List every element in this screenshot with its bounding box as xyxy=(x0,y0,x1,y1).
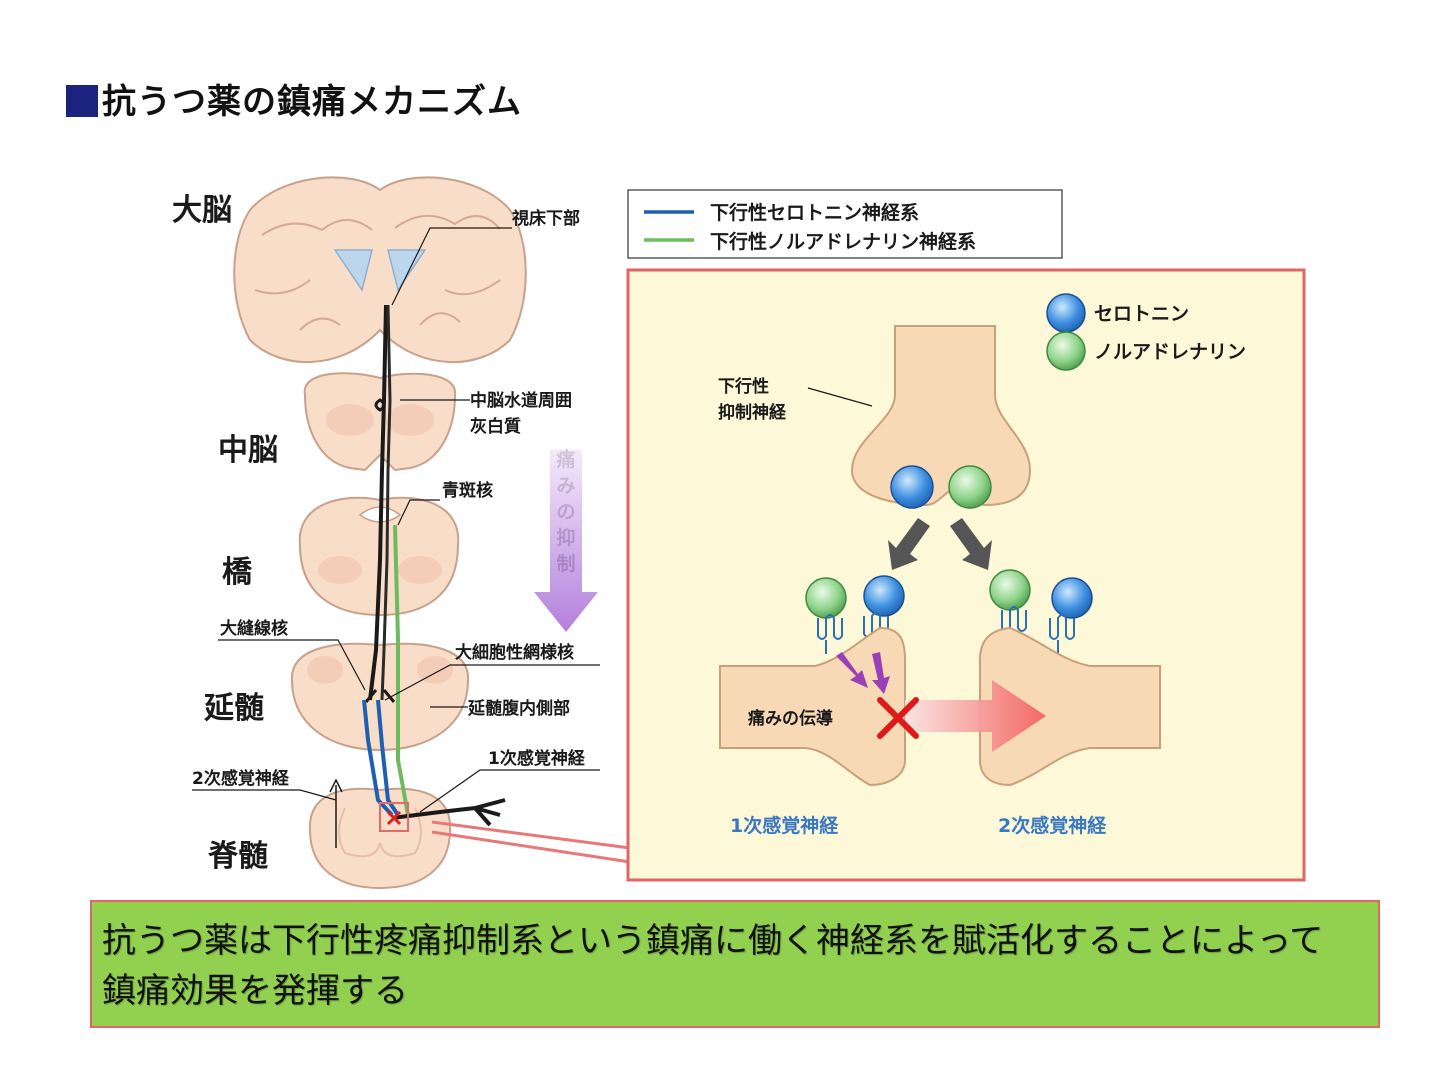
label-pag-2: 灰白質 xyxy=(470,416,521,437)
label-rvm: 延髄腹内側部 xyxy=(467,698,570,719)
synapse-callout-box xyxy=(379,802,409,832)
legend-noradrenaline-label: 下行性ノルアドレナリン神経系 xyxy=(710,230,976,253)
summary-line-2: 鎮痛効果を発揮する xyxy=(102,971,408,1011)
label-medulla: 延髄 xyxy=(203,691,264,726)
legend-serotonin-label: 下行性セロトニン神経系 xyxy=(710,201,919,224)
primary-neuron xyxy=(719,626,906,787)
label-inhibitory-2: 抑制神経 xyxy=(718,402,787,423)
release-arrow-right-icon xyxy=(950,518,992,570)
label-magnocellular: 大細胞性網様核 xyxy=(455,642,574,663)
inhibition-signal-icon xyxy=(836,652,868,688)
label-detail-secondary: 2次感覚神経 xyxy=(998,814,1107,837)
summary-line-1: 抗うつ薬は下行性疼痛抑制系という鎮痛に働く神経系を賦活化することによって xyxy=(102,921,1324,961)
descending-fiber-secondary xyxy=(380,304,392,701)
label-pain-conduction: 痛みの伝導 xyxy=(748,708,833,729)
pain-suppression-arrow-icon xyxy=(534,450,598,632)
label-secondary-sensory: 2次感覚神経 xyxy=(192,768,290,789)
descending-fiber-main xyxy=(368,304,388,701)
label-noradrenaline: ノルアドレナリン xyxy=(1094,341,1246,363)
release-arrow-left-icon xyxy=(888,518,930,570)
label-raphe: 大縫線核 xyxy=(220,618,288,639)
midbrain-section xyxy=(303,372,457,472)
serotonin-pathway xyxy=(362,699,394,817)
label-detail-primary: 1次感覚神経 xyxy=(730,814,839,837)
block-mark-icon xyxy=(386,810,402,826)
serotonin-molecule-icon xyxy=(890,465,934,509)
noradrenaline-pathway xyxy=(393,524,410,816)
label-midbrain: 中脳 xyxy=(218,433,278,468)
synapse-detail-panel xyxy=(626,268,1306,882)
cerebrum-section xyxy=(233,176,527,364)
noradrenaline-molecule-icon xyxy=(948,465,992,509)
summary-box: 抗うつ薬は下行性疼痛抑制系という鎮痛に働く神経系を賦活化することによって 鎮痛効… xyxy=(90,900,1380,1028)
label-hypothalamus: 視床下部 xyxy=(511,208,580,229)
legend-serotonin-icon xyxy=(1046,293,1086,333)
title-square-icon xyxy=(66,85,98,117)
page-title: 抗うつ薬の鎮痛メカニズム xyxy=(66,74,522,123)
label-cerebrum: 大脳 xyxy=(172,193,232,228)
medulla-section xyxy=(290,642,470,752)
legend: 下行性セロトニン神経系 下行性ノルアドレナリン神経系 xyxy=(627,189,1063,259)
legend-noradrenaline-icon xyxy=(1046,331,1086,371)
conduction-block-icon xyxy=(877,697,919,739)
primary-sensory-nerve xyxy=(391,798,506,827)
label-pag-1: 中脳水道周囲 xyxy=(470,390,572,411)
label-pons: 橋 xyxy=(222,555,253,590)
detail-connector xyxy=(431,820,631,864)
label-serotonin: セロトニン xyxy=(1094,303,1189,325)
label-spinal-cord: 脊髄 xyxy=(207,839,268,874)
pain-conduction-arrow-icon xyxy=(905,680,1046,752)
secondary-sensory-arrow xyxy=(329,778,343,848)
label-inhibitory-1: 下行性 xyxy=(718,376,769,397)
secondary-neuron xyxy=(979,626,1161,787)
label-primary-sensory: 1次感覚神経 xyxy=(488,748,586,769)
label-locus-coeruleus: 青斑核 xyxy=(442,480,493,501)
